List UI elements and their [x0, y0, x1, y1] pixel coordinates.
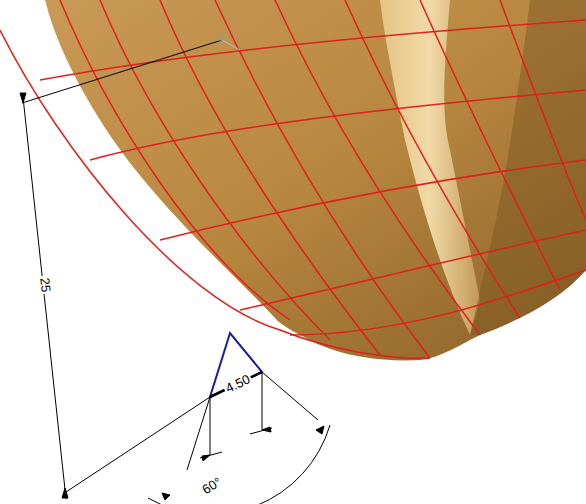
screw-body	[45, 0, 586, 360]
dimension-text: 25	[37, 275, 53, 295]
angle-arc	[148, 425, 330, 504]
dimension-text: 60°	[198, 474, 226, 498]
dimension-4-50	[148, 372, 330, 504]
helix-curves	[0, 0, 586, 358]
thread-profile	[210, 333, 262, 397]
profile-base	[210, 372, 262, 397]
dimension-text: 4.50	[222, 371, 254, 396]
dimension-25	[20, 32, 240, 499]
